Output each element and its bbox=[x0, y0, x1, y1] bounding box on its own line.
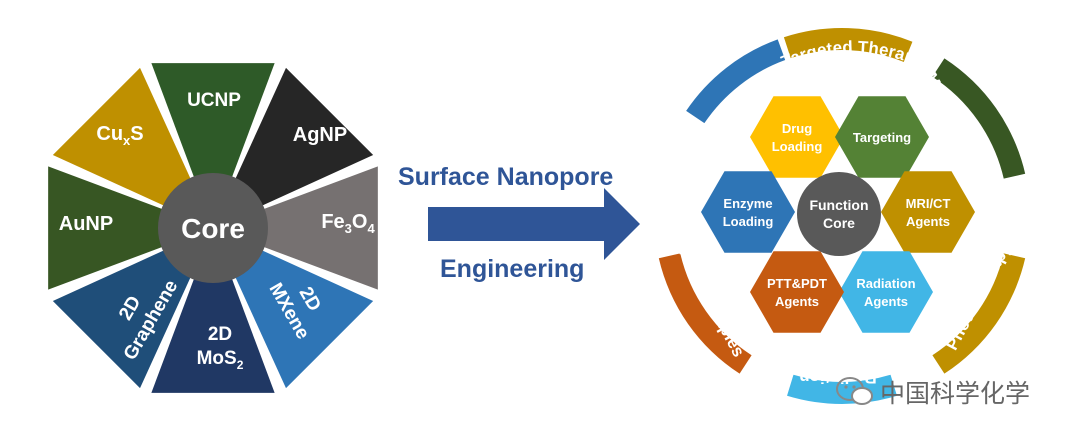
ring-label-radiation: Radiation bbox=[799, 368, 876, 387]
core-segment-2d-mxene bbox=[233, 248, 374, 389]
core-segment-aunp bbox=[48, 166, 167, 290]
segment-label-aunp: AuNP bbox=[59, 213, 113, 235]
hex-drug-loading-shape bbox=[750, 96, 844, 178]
core-segment-fe3o4 bbox=[259, 166, 378, 290]
hex-targeting-shape bbox=[835, 96, 929, 178]
hex-mri-ct-agents-label: Agents bbox=[906, 214, 950, 229]
hex-drug-loading-label: Loading bbox=[772, 139, 823, 154]
hex-targeting: Targeting bbox=[835, 96, 929, 178]
hex-radiation-agents-label: Radiation bbox=[856, 276, 915, 291]
hex-ptt-pdt-agents-shape bbox=[750, 251, 844, 333]
function-core-circle bbox=[797, 172, 881, 256]
core-segment-agnp bbox=[233, 67, 374, 208]
arrow-shape bbox=[428, 188, 640, 260]
svg-text:MoS2: MoS2 bbox=[197, 348, 244, 372]
hex-ptt-pdt-agents-label: PTT&PDT bbox=[767, 276, 827, 291]
wechat-icon bbox=[836, 377, 873, 405]
function-core-label: Core bbox=[823, 215, 855, 231]
watermark-text: 中国科学化学 bbox=[880, 379, 1031, 408]
arrow-bottom-label: Engineering bbox=[440, 255, 585, 283]
hex-mri-ct-agents: MRI/CT Agents bbox=[881, 171, 975, 253]
core-center-label: Core bbox=[181, 213, 245, 244]
core-segment-ucnp bbox=[151, 63, 275, 182]
core-segment-2d-graphene bbox=[52, 248, 193, 389]
core-wheel: Core UCNP AgNP Fe3O4 CuxS AuNP 2D Graphe… bbox=[32, 50, 388, 406]
hex-radiation-agents-label: Agents bbox=[864, 294, 908, 309]
segment-label-mos2: 2D MoS2 bbox=[197, 324, 244, 372]
hex-radiation-agents-shape bbox=[839, 251, 933, 333]
arrow-top-label: Surface Nanopore bbox=[398, 163, 614, 191]
function-hexes: DrugLoadingTargetingMRI/CTAgentsRadiatio… bbox=[701, 96, 975, 333]
ring-segment-theranostic bbox=[686, 39, 786, 124]
surface-engineering-arrow bbox=[428, 188, 640, 260]
hex-targeting-label: Targeting bbox=[853, 130, 911, 145]
hex-ptt-pdt-agents: PTT&PDT Agents bbox=[750, 251, 844, 333]
hex-mri-ct-agents-shape bbox=[881, 171, 975, 253]
segment-label-cuxs: CuxS bbox=[96, 123, 143, 148]
hex-drug-loading-label: Drug bbox=[782, 121, 812, 136]
hex-enzyme-loading-shape bbox=[701, 171, 795, 253]
segment-label-agnp: AgNP bbox=[293, 124, 347, 146]
svg-text:Radiation: Radiation bbox=[799, 368, 876, 387]
hex-enzyme-loading-label: Loading bbox=[723, 214, 774, 229]
function-wheel: Targeted Therapy Theranostic Multimodal … bbox=[658, 28, 1026, 405]
svg-text:2D: 2D bbox=[208, 324, 232, 345]
hex-enzyme-loading-label: Enzyme bbox=[723, 196, 772, 211]
function-core-label: Function bbox=[809, 197, 868, 213]
core-center-circle bbox=[158, 173, 268, 283]
ring-segment-targeted-therapy bbox=[783, 28, 913, 63]
hex-mri-ct-agents-label: MRI/CT bbox=[906, 196, 951, 211]
function-ring bbox=[658, 28, 1026, 405]
ring-segment-photo-therapy bbox=[932, 253, 1026, 374]
core-segment-cuxs bbox=[52, 67, 193, 208]
hex-ptt-pdt-agents-label: Agents bbox=[775, 294, 819, 309]
core-segments bbox=[48, 63, 378, 393]
segment-label-ucnp: UCNP bbox=[187, 90, 241, 111]
ring-segment-multi-therapies bbox=[658, 253, 752, 374]
core-segment-2d-mos2 bbox=[151, 274, 275, 393]
ring-segment-multimodal-imaging bbox=[932, 58, 1026, 179]
